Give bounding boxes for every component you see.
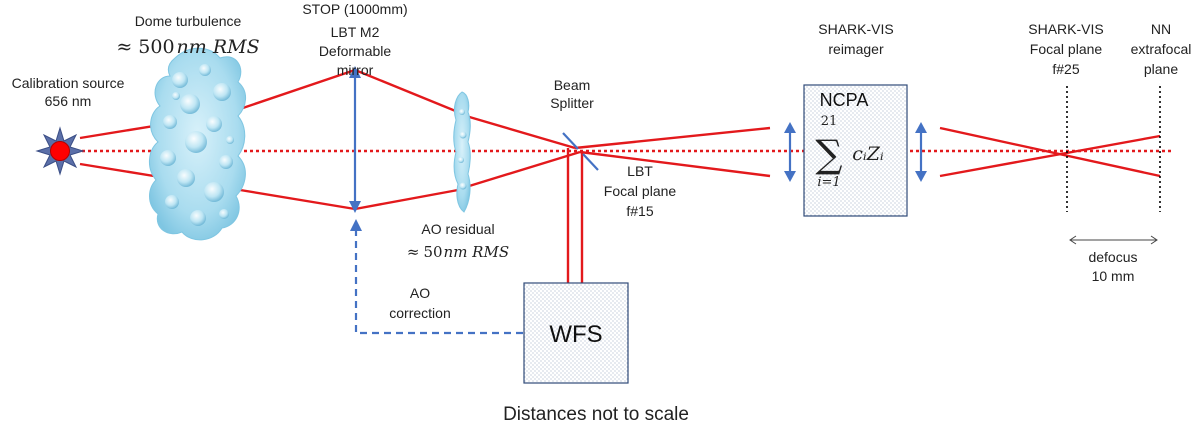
dome-turbulence-label: Dome turbulence [135, 13, 242, 29]
footer-note: Distances not to scale [503, 404, 689, 425]
wfs-box [523, 282, 629, 384]
defocus-value: 10 mm [1092, 268, 1135, 284]
beam-splitter-label-2: Splitter [550, 95, 594, 111]
dome-turbulence-cloud [149, 47, 246, 241]
reimager-optics [784, 84, 927, 217]
ray-out-lower [939, 134, 1161, 178]
ray-dome-upper [227, 68, 356, 115]
lbt-focal-label-2: Focal plane [604, 183, 677, 199]
ao-correction-label-2: correction [389, 305, 450, 321]
beam-splitter-label-1: Beam [554, 77, 591, 93]
deformable-mirror-m2 [349, 66, 361, 213]
ao-correction-path [350, 219, 523, 335]
calibration-source-wavelength: 656 nm [45, 93, 92, 109]
sum-upper-limit: 21 [821, 114, 838, 129]
ray-converge-lower [465, 150, 581, 189]
calibration-source-label: Calibration source [12, 75, 125, 91]
sum-term: cᵢZᵢ [852, 143, 884, 165]
beam-splitter [562, 132, 599, 171]
reimager-label-1: SHARK-VIS [818, 21, 893, 37]
reimager-label-2: reimager [828, 41, 884, 57]
ao-correction-label-1: AO [410, 285, 430, 301]
mirror-label: mirror [337, 62, 374, 78]
focal-plane-label-3: f#25 [1052, 61, 1079, 77]
ao-residual-icon [453, 91, 471, 213]
ray-converge-upper [465, 114, 576, 150]
lbt-focal-label-3: f#15 [626, 203, 653, 219]
ray-source-upper [79, 123, 161, 140]
focal-plane-label-2: Focal plane [1030, 41, 1103, 57]
m2-label: LBT M2 [331, 24, 380, 40]
calibration-source [35, 126, 85, 176]
ncpa-label: NCPA [820, 90, 869, 110]
ray-focus-upper [574, 126, 771, 150]
beam-rays [70, 68, 1172, 283]
lbt-focal-label-1: LBT [627, 163, 653, 179]
ray-dome-lower [227, 186, 356, 211]
ncpa-box [803, 84, 908, 217]
ray-m2-upper [354, 68, 459, 114]
ao-rms-label: ≈50nm RMS [407, 243, 509, 261]
ao-residual-label: AO residual [421, 221, 494, 237]
stop-label: STOP (1000mm) [302, 1, 407, 17]
deformable-label: Deformable [319, 43, 392, 59]
extrafocal-label-2: extrafocal [1131, 41, 1192, 57]
defocus-label: defocus [1088, 249, 1137, 265]
ray-source-lower [79, 162, 161, 179]
source-dot-icon [50, 141, 70, 161]
wfs-label: WFS [549, 321, 602, 348]
sum-lower-limit: i=1 [817, 175, 840, 190]
sum-symbol: ∑ [815, 132, 842, 176]
ao-residual-cloud [453, 91, 471, 213]
defocus-arrow [1069, 235, 1158, 245]
focal-plane-label-1: SHARK-VIS [1028, 21, 1103, 37]
ray-m2-lower [354, 188, 459, 211]
ray-focus-lower [579, 150, 771, 178]
extrafocal-label-1: NN [1151, 21, 1171, 37]
extrafocal-label-3: plane [1144, 61, 1178, 77]
